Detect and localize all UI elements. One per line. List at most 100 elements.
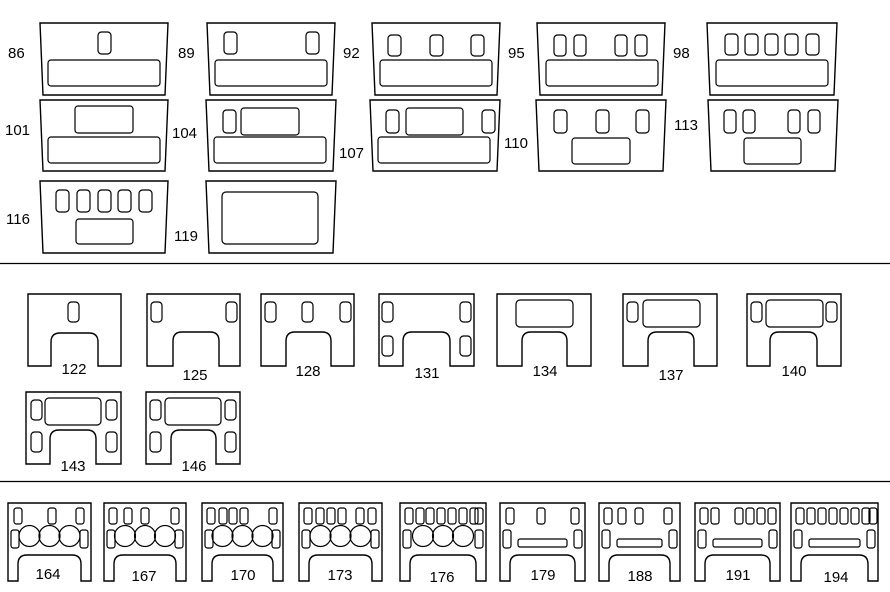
panel-outline <box>622 293 718 367</box>
bar-display <box>712 538 763 548</box>
panel-code-label: 134 <box>532 363 557 380</box>
button-slot <box>805 33 820 56</box>
button-slot <box>470 34 485 57</box>
button-slot <box>149 399 162 421</box>
button-slot <box>105 431 118 453</box>
button-slot <box>787 109 801 134</box>
panel-outline <box>536 22 666 96</box>
display-window <box>571 137 631 165</box>
button-slot <box>76 189 91 213</box>
dial-gauge <box>329 524 352 548</box>
panel-outline <box>103 502 187 582</box>
display-window <box>545 59 659 87</box>
button-slot <box>13 507 23 525</box>
display-window <box>213 136 327 164</box>
button-slot <box>724 33 739 56</box>
notched-panel: 122 <box>27 293 122 378</box>
button-slot <box>469 507 479 525</box>
gauge-panel: 176 <box>399 502 487 586</box>
panel-code-label: 89 <box>178 45 195 62</box>
trapezoid-panel: 107 <box>339 99 501 172</box>
button-slot <box>149 431 162 453</box>
button-slot <box>223 31 238 55</box>
gauge-panel: 167 <box>103 502 187 585</box>
button-slot <box>573 34 587 57</box>
button-slot <box>806 507 816 525</box>
dial-gauge <box>133 524 157 548</box>
button-slot <box>768 529 778 549</box>
display-window <box>642 299 701 328</box>
button-slot <box>170 507 180 525</box>
button-slot <box>573 529 583 549</box>
button-slot <box>381 335 394 357</box>
button-slot <box>601 529 611 549</box>
notched-panel: 125 <box>146 293 241 384</box>
panel-code-label: 95 <box>508 45 525 62</box>
notched-panel: 143 <box>25 391 122 475</box>
panel-outline <box>145 391 241 465</box>
button-slot <box>634 507 644 525</box>
panel-code-label: 125 <box>182 367 207 384</box>
button-slot <box>218 507 228 525</box>
display-window <box>47 59 161 87</box>
display-window <box>405 107 464 136</box>
panel-code-label: 176 <box>429 569 454 586</box>
panel-outline <box>369 99 501 172</box>
panel-code-label: 98 <box>673 45 690 62</box>
panel-code-label: 131 <box>414 365 439 382</box>
button-slot <box>67 301 80 323</box>
trapezoid-panel: 95 <box>508 22 666 96</box>
button-slot <box>807 109 821 134</box>
button-slot <box>436 507 446 525</box>
bar-display <box>616 538 663 548</box>
panel-outline <box>790 502 879 582</box>
display-window <box>377 136 491 164</box>
dial-gauge <box>431 524 455 548</box>
button-slot <box>367 507 377 525</box>
display-window <box>75 218 134 245</box>
panel-code-label: 146 <box>181 458 206 475</box>
gauge-panel: 170 <box>201 502 284 584</box>
button-slot <box>75 507 85 525</box>
trapezoid-panel: 89 <box>178 22 336 96</box>
trapezoid-panel: 113 <box>674 99 839 172</box>
button-slot <box>301 529 311 549</box>
button-slot <box>204 529 214 549</box>
dial-gauge <box>251 524 274 548</box>
panel-outline <box>7 502 92 582</box>
button-slot <box>30 431 43 453</box>
trapezoid-panel: 116 <box>6 180 169 254</box>
button-slot <box>866 529 876 549</box>
button-slot <box>404 507 414 525</box>
dial-gauge <box>231 524 254 548</box>
button-slot <box>474 529 484 549</box>
button-slot <box>795 507 805 525</box>
button-slot <box>228 507 238 525</box>
panel-code-label: 122 <box>61 361 86 378</box>
button-slot <box>614 34 628 57</box>
panel-outline <box>39 99 169 172</box>
button-slot <box>481 109 496 134</box>
display-window <box>74 105 134 134</box>
dial-gauge <box>153 524 177 548</box>
button-slot <box>224 399 237 421</box>
panel-outline <box>694 502 781 582</box>
trapezoid-panel: 92 <box>343 22 501 96</box>
panel-outline <box>371 22 501 96</box>
button-slot <box>117 189 132 213</box>
button-slot <box>402 529 412 549</box>
button-slot <box>387 34 402 57</box>
button-slot <box>370 529 380 549</box>
button-slot <box>47 507 57 525</box>
button-slot <box>326 507 336 525</box>
button-slot <box>861 507 871 525</box>
panel-code-label: 179 <box>530 567 555 584</box>
button-slot <box>415 507 425 525</box>
panel-code-label: 188 <box>627 568 652 585</box>
button-slot <box>123 507 133 525</box>
panel-code-label: 101 <box>5 122 30 139</box>
button-slot <box>305 31 320 55</box>
button-slot <box>337 507 347 525</box>
